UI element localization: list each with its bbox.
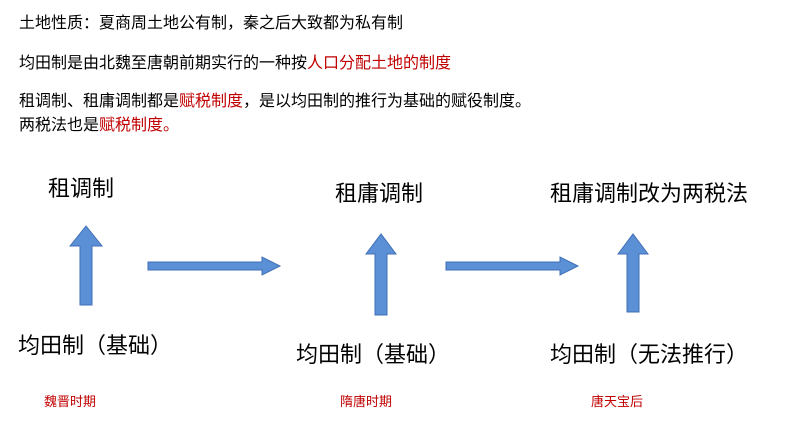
tax-system-label: 租庸调制改为两税法: [550, 182, 749, 207]
note-juntian-definition: 均田制是由北魏至唐朝前期实行的一种按人口分配土地的制度: [19, 52, 451, 74]
note-tax-systems: 租调制、租庸调制都是赋税制度，是以均田制的推行为基础的赋役制度。: [19, 90, 531, 112]
note-juntian-highlight: 人口分配土地的制度: [307, 53, 452, 72]
up-arrow-icon: [68, 225, 104, 306]
note-tax-highlight: 赋税制度: [179, 91, 244, 110]
note-tax-prefix: 租调制、租庸调制都是: [19, 91, 180, 110]
note-liangshui-prefix: 两税法也是: [19, 115, 100, 134]
note-liangshui: 两税法也是赋税制度。: [19, 114, 179, 136]
land-system-label: 均田制（无法推行）: [550, 343, 749, 368]
tax-system-label: 租调制: [48, 177, 115, 202]
note-juntian-prefix: 均田制是由北魏至唐朝前期实行的一种按: [19, 53, 308, 72]
note-tax-suffix: ，是以均田制的推行为基础的赋役制度。: [243, 91, 532, 110]
period-label: 隋唐时期: [340, 395, 393, 410]
up-arrow-icon: [365, 233, 397, 316]
land-system-label: 均田制（基础）: [18, 334, 173, 359]
note-liangshui-highlight: 赋税制度。: [99, 115, 180, 134]
right-arrow-icon: [147, 256, 282, 276]
note-land-nature: 土地性质：夏商周土地公有制，秦之后大致都为私有制: [19, 12, 403, 34]
tax-system-label: 租庸调制: [335, 182, 424, 207]
period-label: 唐天宝后: [591, 395, 644, 410]
period-label: 魏晋时期: [44, 395, 97, 410]
land-system-label: 均田制（基础）: [296, 343, 451, 368]
right-arrow-icon: [445, 256, 580, 276]
note-land-nature-text: 土地性质：夏商周土地公有制，秦之后大致都为私有制: [19, 13, 404, 32]
up-arrow-icon: [617, 233, 649, 313]
